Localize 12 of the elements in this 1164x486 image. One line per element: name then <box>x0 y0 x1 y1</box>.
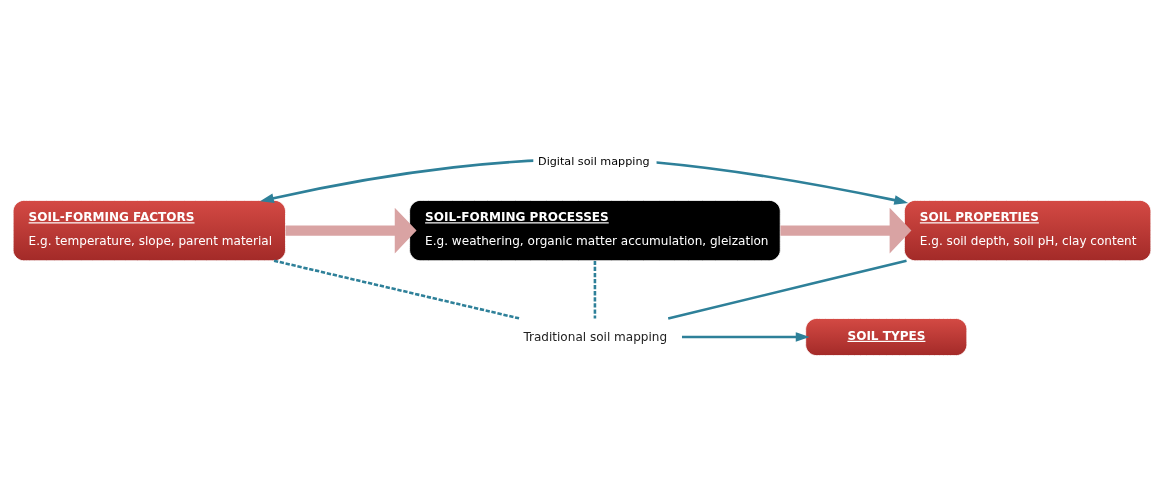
connector <box>593 260 597 318</box>
node-box: SOIL TYPES <box>805 317 968 356</box>
node-box: SOIL-FORMING FACTORS E.g. temperature, slope, parent material <box>12 199 286 261</box>
edge-label: Digital soil mapping <box>538 154 650 168</box>
arrow <box>682 331 810 342</box>
node-box: SOIL PROPERTIES E.g. soil depth, soil pH, clay content <box>903 199 1152 261</box>
node-box: SOIL-FORMING PROCESSES E.g. weathering, organic matter accumulation, gleization <box>409 199 781 261</box>
connector <box>667 259 907 320</box>
arrow <box>780 207 912 253</box>
node-text: Traditional soil mapping <box>523 329 668 344</box>
arrow <box>285 207 417 253</box>
connector <box>273 259 520 320</box>
